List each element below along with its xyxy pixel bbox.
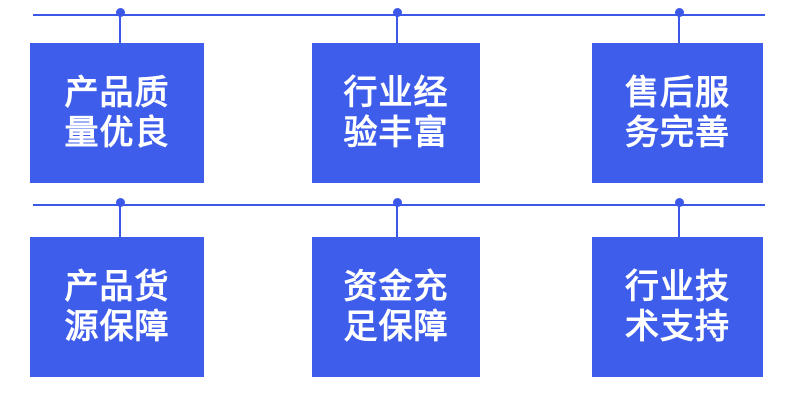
connector-stem: [396, 15, 398, 44]
card-technical-support: 行业技 术支持: [592, 237, 763, 377]
connector-dot: [116, 198, 125, 207]
card-after-sales-service: 售后服 务完善: [592, 43, 763, 183]
connector-dot: [393, 8, 402, 17]
card-label-line: 足保障: [343, 308, 449, 346]
connector-stem: [396, 205, 398, 238]
card-label-line: 产品货: [64, 268, 170, 306]
card-label-line: 行业技: [625, 268, 730, 306]
connector-stem: [678, 15, 680, 44]
card-label-line: 售后服: [625, 74, 730, 112]
card-label-line: 术支持: [625, 308, 730, 346]
card-label-line: 行业经: [343, 74, 449, 112]
card-label-line: 源保障: [64, 308, 170, 346]
card-capital-guarantee: 资金充 足保障: [312, 237, 480, 377]
card-label-line: 产品质: [64, 74, 170, 112]
card-label-line: 务完善: [625, 114, 730, 152]
feature-row-bottom: 产品货 源保障 资金充 足保障 行业技 术支持: [0, 190, 790, 413]
connector-dot: [675, 8, 684, 17]
card-label-line: 量优良: [64, 114, 170, 152]
connector-stem: [119, 205, 121, 238]
card-label-line: 资金充: [343, 268, 449, 306]
card-product-quality: 产品质 量优良: [30, 43, 204, 183]
connector-stem: [678, 205, 680, 238]
card-supply-guarantee: 产品货 源保障: [30, 237, 204, 377]
connector-dot: [116, 8, 125, 17]
feature-row-top: 产品质 量优良 行业经 验丰富 售后服 务完善: [0, 0, 790, 190]
connector-dot: [675, 198, 684, 207]
card-label-line: 验丰富: [343, 114, 449, 152]
connector-stem: [119, 15, 121, 44]
card-industry-experience: 行业经 验丰富: [312, 43, 480, 183]
connector-dot: [393, 198, 402, 207]
